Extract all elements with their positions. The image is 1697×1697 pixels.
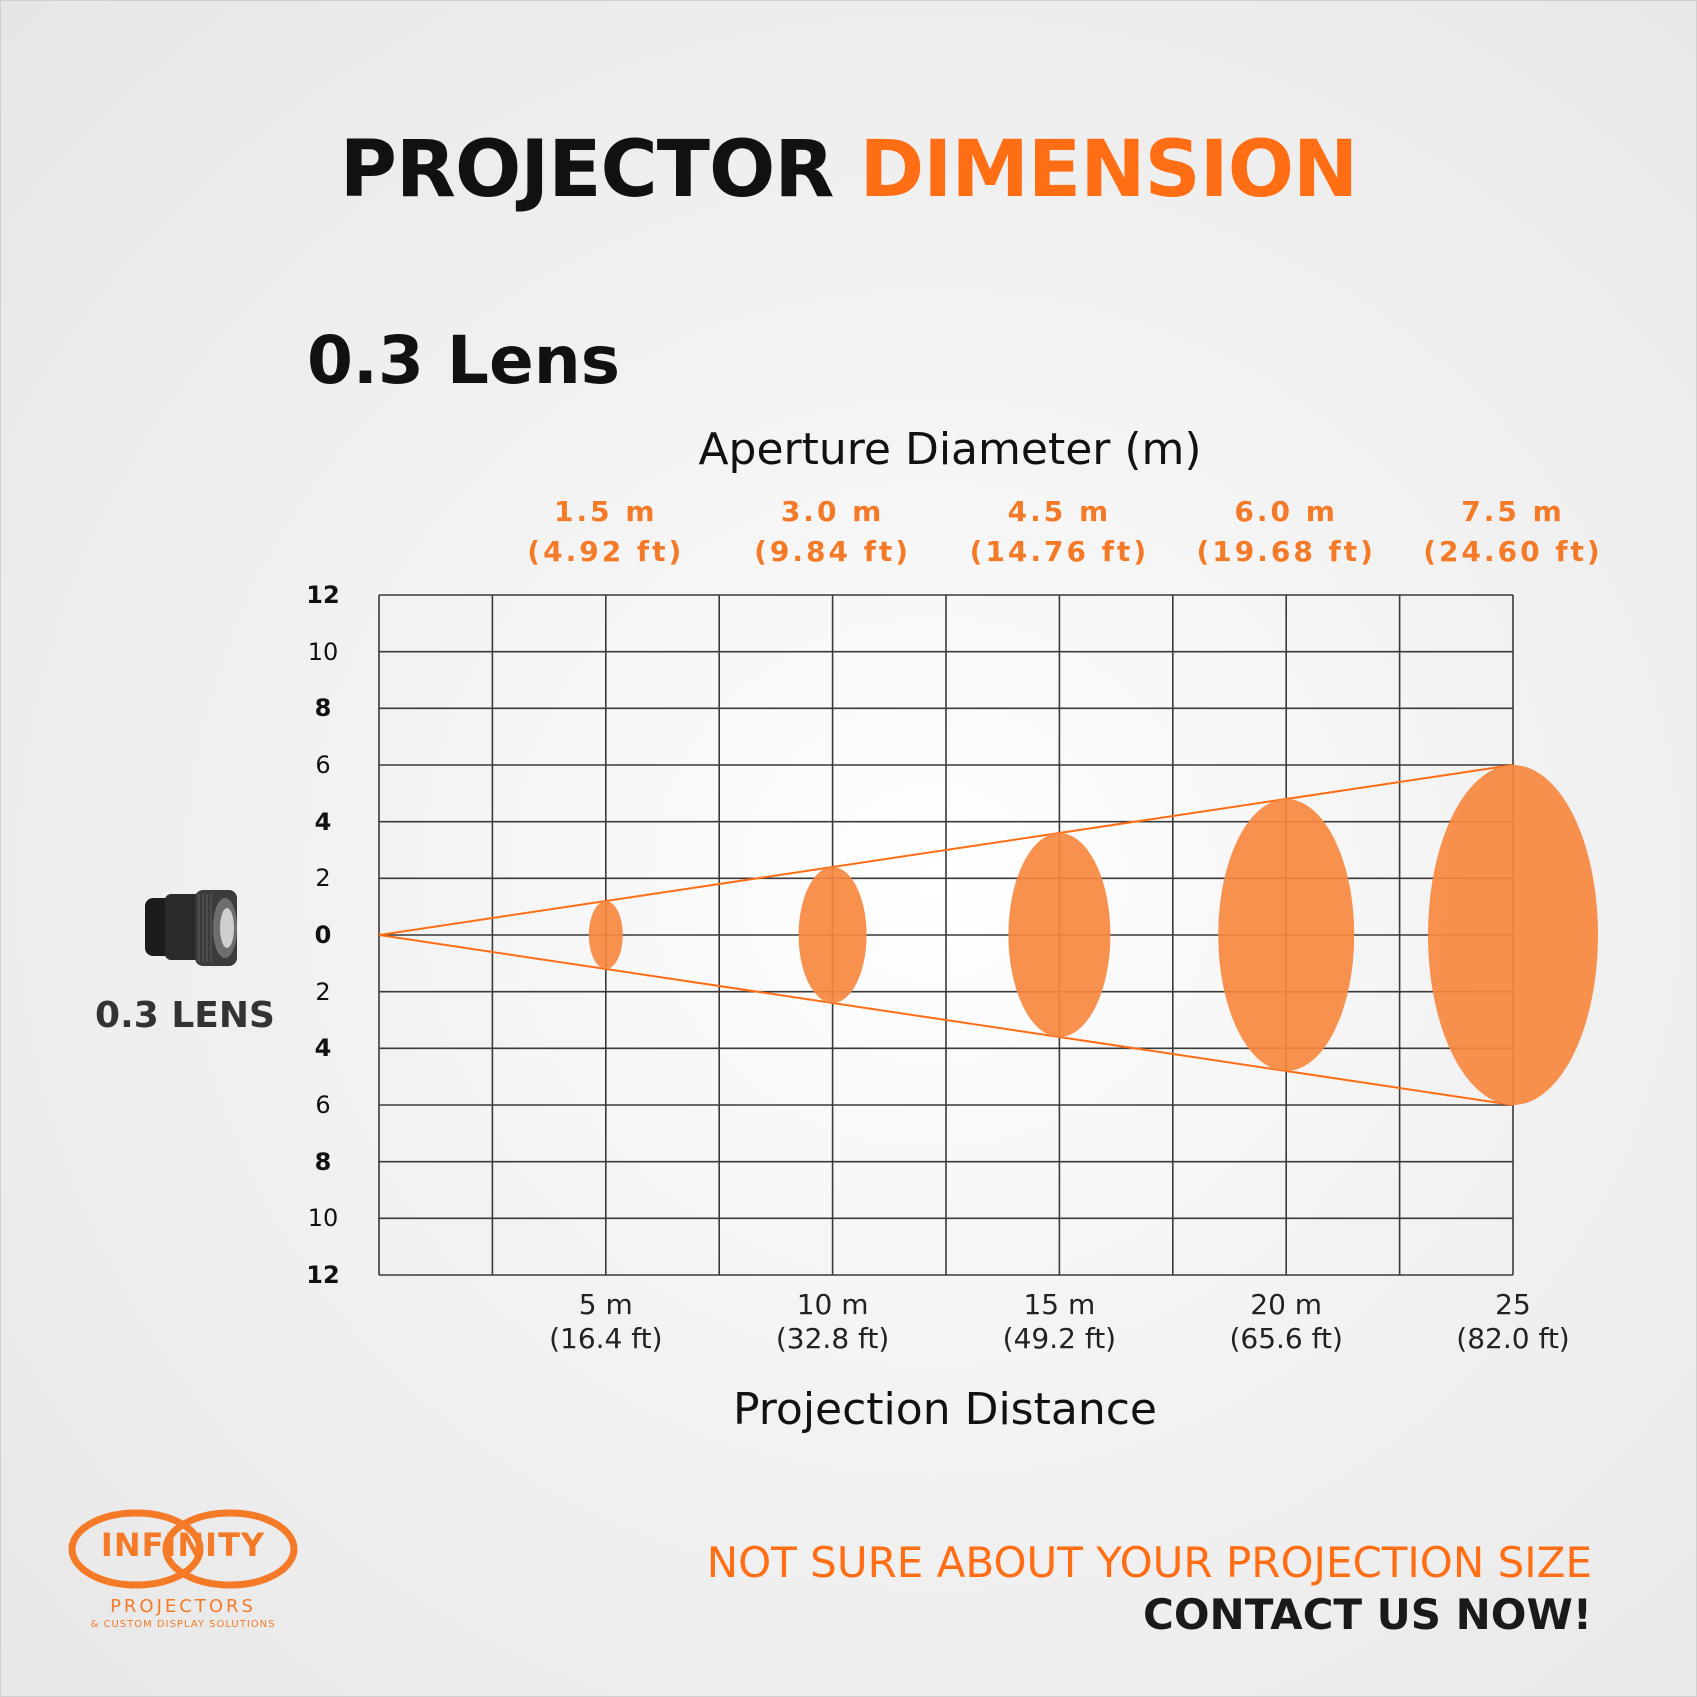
aperture-ellipse — [1008, 833, 1111, 1037]
y-tick-label: 12 — [306, 581, 340, 609]
x-tick-feet: (16.4 ft) — [549, 1322, 663, 1355]
x-tick-meters: 15 m — [1023, 1288, 1096, 1321]
aperture-ellipse — [798, 867, 867, 1003]
diameter-label: 7.5 m (24.60 ft) — [1413, 492, 1613, 572]
x-tick-label: 5 m(16.4 ft) — [526, 1288, 686, 1356]
diameter-meters: 1.5 m — [554, 495, 658, 528]
y-tick-label: 10 — [307, 1204, 339, 1233]
x-tick-meters: 25 — [1495, 1288, 1531, 1321]
y-tick-label: 2 — [315, 977, 331, 1006]
x-tick-meters: 10 m — [796, 1288, 869, 1321]
logo-line-1: PROJECTORS — [110, 1596, 256, 1617]
diameter-meters: 6.0 m — [1234, 495, 1338, 528]
x-tick-feet: (32.8 ft) — [775, 1322, 890, 1355]
diameter-meters: 3.0 m — [780, 495, 885, 528]
diameter-feet: (19.68 ft) — [1196, 535, 1376, 568]
aperture-ellipse — [1428, 765, 1598, 1105]
y-tick-label: 6 — [315, 751, 331, 779]
y-tick-label: 12 — [306, 1261, 340, 1289]
infinity-swoosh-icon — [68, 1509, 298, 1589]
y-tick-label: 4 — [314, 1034, 332, 1063]
diameter-feet: (4.92 ft) — [527, 535, 685, 568]
diameter-label: 3.0 m (9.84 ft) — [733, 492, 933, 572]
beam-lower-edge — [378, 934, 1514, 1106]
company-logo: INFINITY PROJECTORS & CUSTOM DISPLAY SOL… — [68, 1509, 298, 1630]
y-tick-label: 0 — [314, 921, 332, 949]
x-tick-feet: (49.2 ft) — [1002, 1322, 1117, 1355]
title-part-1: PROJECTOR — [339, 125, 835, 215]
cta-question: NOT SURE ABOUT YOUR PROJECTION SIZE — [706, 1538, 1592, 1587]
logo-line-2: & CUSTOM DISPLAY SOLUTIONS — [90, 1619, 276, 1630]
x-tick-feet: (65.6 ft) — [1229, 1322, 1343, 1355]
lens-label: 0.3 LENS — [95, 995, 275, 1036]
y-tick-label: 8 — [314, 694, 332, 723]
cta-contact[interactable]: CONTACT US NOW! — [1143, 1590, 1592, 1639]
diameter-label: 6.0 m (19.68 ft) — [1186, 492, 1386, 572]
x-tick-label: 20 m(65.6 ft) — [1206, 1288, 1366, 1356]
y-tick-label: 8 — [314, 1147, 332, 1176]
y-tick-label: 6 — [315, 1091, 331, 1119]
page-title: PROJECTOR DIMENSION — [0, 125, 1697, 215]
x-tick-meters: 20 m — [1250, 1288, 1323, 1321]
x-axis-label: Projection Distance — [733, 1384, 1157, 1435]
diameter-feet: (14.76 ft) — [969, 535, 1150, 568]
chart-title: Aperture Diameter (m) — [698, 424, 1202, 475]
x-tick-meters: 5 m — [578, 1288, 633, 1321]
x-tick-feet: (82.0 ft) — [1456, 1322, 1570, 1355]
x-tick-label: 25(82.0 ft) — [1433, 1288, 1593, 1356]
lens-subtitle: 0.3 Lens — [307, 322, 620, 399]
y-tick-label: 4 — [314, 807, 332, 836]
diameter-meters: 7.5 m — [1461, 495, 1565, 528]
diameter-label: 4.5 m (14.76 ft) — [959, 492, 1159, 572]
logo-word: INFINITY — [100, 1526, 266, 1564]
x-tick-label: 15 m(49.2 ft) — [979, 1288, 1139, 1356]
y-tick-label: 10 — [307, 637, 339, 666]
x-tick-label: 10 m(32.8 ft) — [753, 1288, 913, 1356]
y-tick-label: 2 — [315, 864, 331, 893]
diameter-meters: 4.5 m — [1007, 495, 1112, 528]
aperture-ellipse — [588, 901, 623, 969]
title-part-2: DIMENSION — [859, 125, 1359, 215]
beam-upper-edge — [378, 764, 1514, 936]
aperture-ellipse — [1218, 799, 1355, 1071]
diameter-feet: (24.60 ft) — [1423, 535, 1603, 568]
lens-icon — [143, 888, 243, 972]
diameter-feet: (9.84 ft) — [754, 535, 912, 568]
diameter-label: 1.5 m (4.92 ft) — [506, 492, 706, 572]
